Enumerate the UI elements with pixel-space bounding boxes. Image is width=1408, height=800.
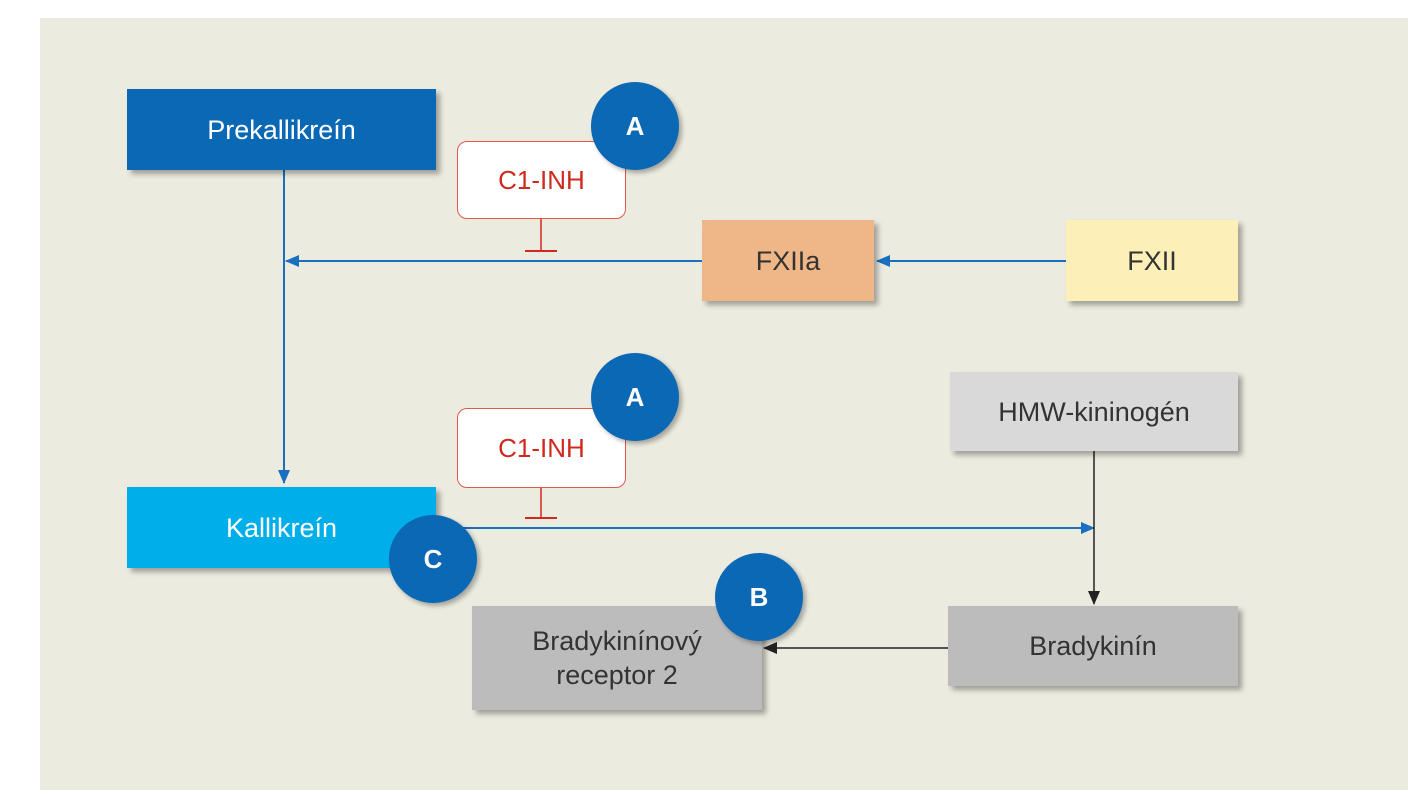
badge-c-label: C	[423, 543, 443, 574]
fxiia-box: FXIIa	[702, 220, 874, 301]
c1-inh-bottom: C1-INH	[457, 408, 626, 488]
kallikrein-label: Kallikreín	[225, 512, 338, 543]
badge-c-kallikrein: C	[389, 515, 477, 603]
bradykinin-box: Bradykinín	[948, 606, 1238, 686]
badge-b-receptor: B	[715, 553, 803, 641]
hmw-kininogen-label: HMW-kininogén	[998, 396, 1190, 427]
badge-b-label: B	[749, 581, 769, 612]
bradykinin-label: Bradykinín	[1029, 631, 1157, 661]
badge-a-top: A	[591, 82, 679, 170]
fxiia-label: FXIIa	[755, 245, 821, 276]
badge-a-top-label: A	[625, 110, 645, 141]
badge-a-middle: A	[591, 353, 679, 441]
c1-inh-bottom-label: C1-INH	[498, 432, 585, 463]
fxii-label: FXII	[1127, 245, 1177, 276]
prekallikrein-box: Prekallikreín	[127, 89, 436, 170]
c1-inh-top: C1-INH	[457, 141, 626, 219]
prekallikrein-label: Prekallikreín	[207, 114, 356, 145]
fxii-box: FXII	[1066, 220, 1238, 301]
receptor-label-line2: receptor 2	[556, 660, 678, 690]
receptor-box: Bradykinínový receptor 2	[472, 606, 762, 710]
hmw-kininogen-box: HMW-kininogén	[950, 372, 1238, 451]
kallikrein-box: Kallikreín	[127, 487, 436, 568]
receptor-label-line1: Bradykinínový	[532, 626, 702, 656]
c1-inh-top-label: C1-INH	[498, 164, 585, 195]
badge-a-middle-label: A	[625, 381, 645, 412]
